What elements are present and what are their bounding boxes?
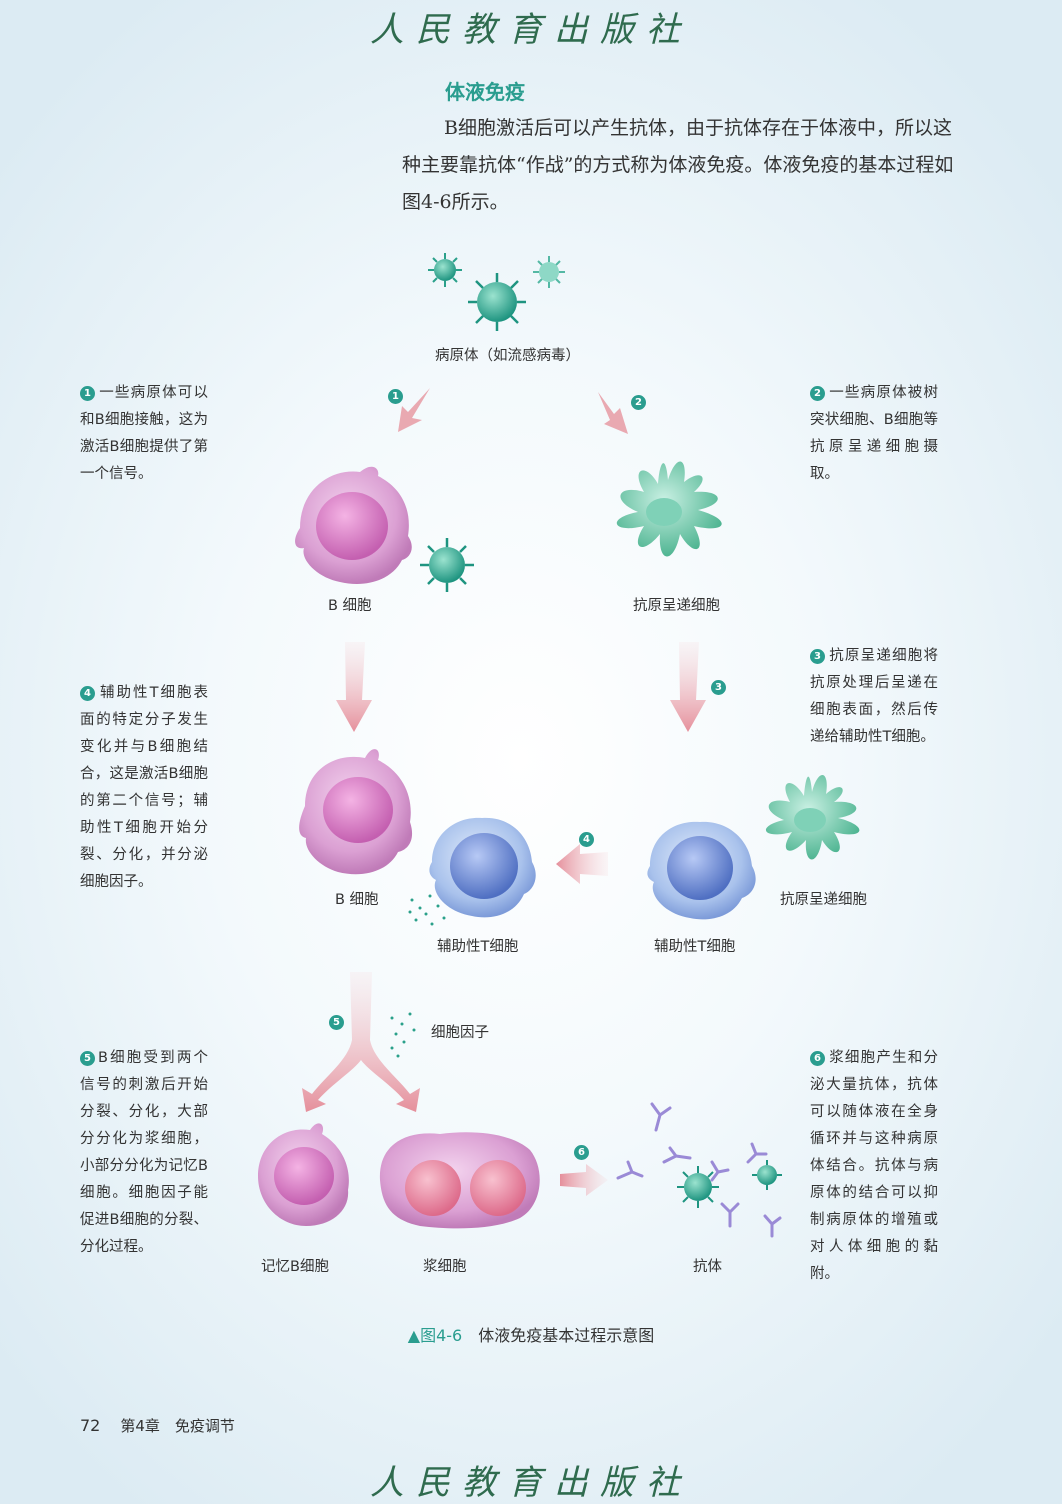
step-marker-6: 6 <box>574 1145 589 1160</box>
step-marker-2: 2 <box>631 395 646 410</box>
antibody-label: 抗体 <box>693 1259 722 1275</box>
figure-caption: ▲图4-6 体液免疫基本过程示意图 <box>0 1322 1062 1346</box>
arrow-step-4 <box>556 844 608 884</box>
memory-b-cell-icon <box>258 1123 349 1226</box>
intro-paragraph: B细胞激活后可以产生抗体，由于抗体存在于体液中，所以这种主要靠抗体“作战”的方式… <box>402 117 954 213</box>
helper-t-cell-icon <box>647 821 756 920</box>
b-cell-label: B 细胞 <box>328 598 372 614</box>
b-cell-icon <box>299 749 413 875</box>
virus-icon <box>533 256 565 288</box>
plasma-cell-label: 浆细胞 <box>423 1259 467 1275</box>
step-number-icon: 2 <box>810 386 825 401</box>
b-cell-icon <box>295 466 412 584</box>
apc-label: 抗原呈递细胞 <box>780 892 867 908</box>
arrow-step-1 <box>398 388 430 432</box>
b-cell-label: B 细胞 <box>335 892 379 908</box>
cytokine-label: 细胞因子 <box>431 1025 489 1041</box>
helper-t-cell-label: 辅助性T细胞 <box>437 939 519 955</box>
virus-icon <box>468 273 526 331</box>
memory-b-cell-label: 记忆B细胞 <box>261 1259 329 1275</box>
apc-label: 抗原呈递细胞 <box>633 598 720 614</box>
helper-t-cell-label: 辅助性T细胞 <box>654 939 736 955</box>
page-number: 72 <box>80 1416 101 1435</box>
plasma-cell-icon <box>379 1132 540 1229</box>
publisher-header: 人民教育出版社 <box>370 10 692 50</box>
step-marker-4: 4 <box>579 832 594 847</box>
apc-icon <box>616 461 722 557</box>
arrow-step-3 <box>670 642 706 732</box>
publisher-footer: 人民教育出版社 <box>370 1463 692 1503</box>
cytokine-dots <box>408 894 446 926</box>
apc-icon <box>765 774 860 860</box>
section-title: 体液免疫 <box>445 80 525 104</box>
step-number-icon: 3 <box>810 649 825 664</box>
arrow-step-6 <box>560 1164 608 1196</box>
pathogen-label: 病原体（如流感病毒） <box>435 348 580 364</box>
cytokine-dots <box>390 1012 416 1058</box>
helper-t-cell-icon <box>429 817 536 918</box>
figure-number: 图4-6 <box>420 1326 463 1345</box>
arrow-step-5 <box>302 972 420 1112</box>
virus-icon <box>677 1166 719 1208</box>
arrow-step-2 <box>598 392 628 434</box>
antibody-icon <box>616 1102 782 1238</box>
caption-marker: ▲ <box>407 1326 421 1345</box>
step-marker-3: 3 <box>711 680 726 695</box>
arrow-down-left <box>336 642 372 732</box>
step-marker-1: 1 <box>388 389 403 404</box>
figure-title: 体液免疫基本过程示意图 <box>478 1326 655 1345</box>
page-footer: 72 第4章 免疫调节 <box>80 1415 235 1436</box>
virus-icon <box>420 538 474 592</box>
virus-icon <box>752 1160 782 1190</box>
step-number-icon: 6 <box>810 1051 825 1066</box>
step-number-icon: 5 <box>80 1051 95 1066</box>
chapter-title: 第4章 免疫调节 <box>120 1417 235 1435</box>
virus-icon <box>428 253 462 287</box>
step-marker-5: 5 <box>329 1015 344 1030</box>
step-number-icon: 4 <box>80 686 95 701</box>
step-number-icon: 1 <box>80 386 95 401</box>
